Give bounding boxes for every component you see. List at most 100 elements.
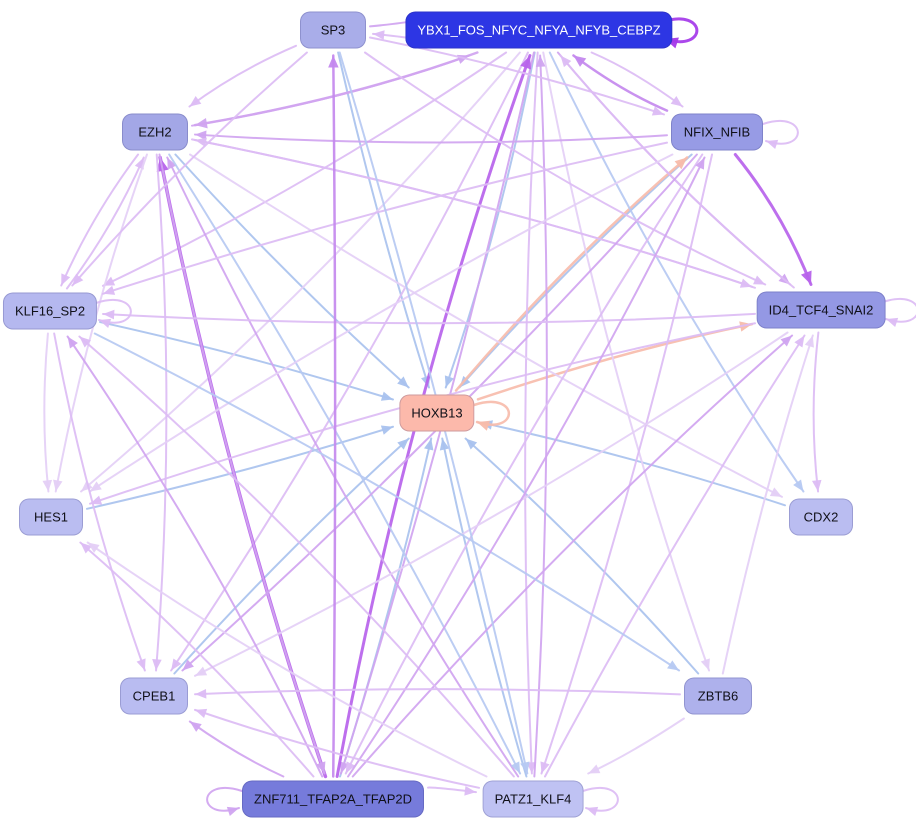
edge-arrowhead (670, 95, 683, 107)
edge (347, 156, 706, 778)
edge (351, 334, 794, 778)
node-label: KLF16_SP2 (14, 303, 86, 319)
edge (65, 156, 145, 290)
graph-node-sp3[interactable]: SP3 (300, 11, 366, 49)
edge (587, 717, 685, 775)
edge (882, 298, 916, 323)
edge-arrowhead (67, 336, 78, 349)
edge (191, 138, 753, 288)
edge (533, 54, 548, 778)
edge-arrowhead (195, 666, 208, 676)
edge (93, 332, 681, 672)
node-label: CDX2 (803, 509, 839, 525)
edge (194, 133, 668, 144)
graph-node-cdx2[interactable]: CDX2 (789, 498, 853, 536)
edge-arrowhead (560, 55, 572, 68)
edge-arrowhead (526, 762, 537, 774)
edge-arrowhead (373, 30, 385, 40)
node-label: ZNF711_TFAP2A_TFAP2D (254, 791, 412, 807)
edge-arrowhead (464, 786, 476, 796)
edge-arrowhead (380, 425, 393, 435)
edge (548, 51, 805, 493)
edge (102, 51, 508, 287)
edge-arrowhead (328, 55, 339, 68)
edge (194, 331, 789, 677)
edge (480, 421, 786, 507)
edge (60, 153, 140, 287)
edge (188, 720, 285, 778)
edge-arrowhead (87, 542, 100, 553)
edge (53, 332, 146, 672)
edge-arrowhead (424, 438, 434, 451)
edge (542, 51, 711, 672)
graph-node-cpeb1[interactable]: CPEB1 (120, 677, 188, 715)
edge-arrowhead (769, 487, 782, 497)
edge-arrowhead (99, 318, 112, 329)
edge-arrowhead (189, 721, 202, 732)
edge-arrowhead (674, 157, 688, 170)
edge (88, 153, 674, 493)
graph-node-nfix[interactable]: NFIX_NFIB (671, 113, 763, 151)
edge (191, 54, 471, 127)
edge (476, 322, 754, 401)
graph-node-ybx1[interactable]: YBX1_FOS_NFYC_NFYA_NFYB_CEBPZ (405, 11, 673, 49)
edge (458, 153, 693, 389)
edge-arrowhead (793, 479, 804, 492)
edge (66, 335, 324, 778)
edge-arrowhead (651, 106, 664, 116)
edge (762, 120, 799, 145)
edge (168, 153, 522, 775)
edge-arrowhead (195, 688, 207, 699)
edge-arrowhead (739, 278, 752, 288)
edge (43, 332, 50, 493)
edge-arrowhead (766, 139, 779, 150)
edge-arrowhead (804, 335, 814, 348)
node-label: YBX1_FOS_NFYC_NFYA_NFYB_CEBPZ (417, 22, 661, 38)
edge-arrowhead (753, 275, 766, 285)
edge (812, 331, 820, 493)
node-label: ID4_TCF4_SNAI2 (768, 302, 874, 318)
edge (331, 54, 337, 778)
graph-node-znf711[interactable]: ZNF711_TFAP2A_TFAP2D (242, 780, 424, 818)
edge (174, 153, 410, 389)
edge-arrowhead (80, 542, 92, 554)
edge-arrowhead (189, 95, 202, 107)
edge (721, 334, 814, 675)
edge-arrowhead (380, 391, 393, 401)
edge (158, 153, 326, 775)
graph-node-ezh2[interactable]: EZH2 (122, 113, 188, 151)
edge-arrowhead (695, 157, 705, 170)
edge (166, 156, 520, 778)
node-label: ZBTB6 (697, 688, 739, 704)
graph-node-zbtb6[interactable]: ZBTB6 (684, 677, 752, 715)
edge-arrowhead (573, 55, 587, 67)
edge-arrowhead (780, 335, 793, 347)
edge-arrowhead (136, 658, 146, 671)
graph-node-id4[interactable]: ID4_TCF4_SNAI2 (756, 291, 886, 329)
edge-arrowhead (89, 481, 102, 492)
edge (86, 541, 488, 778)
edge-arrowhead (103, 309, 115, 320)
edge-arrowhead (171, 658, 182, 671)
graph-node-patz1[interactable]: PATZ1_KLF4 (482, 780, 584, 818)
edge-arrowhead (477, 420, 491, 431)
graph-node-hoxb13[interactable]: HOXB13 (399, 394, 475, 432)
edge (188, 44, 297, 108)
edge (454, 156, 689, 392)
edge (194, 139, 756, 289)
node-label: SP3 (320, 22, 346, 38)
edge (80, 51, 521, 493)
edge-arrowhead (535, 55, 546, 67)
edge-arrowhead (444, 375, 454, 388)
edge-arrowhead (134, 157, 144, 170)
edge (582, 787, 619, 812)
graph-node-klf16[interactable]: KLF16_SP2 (2, 292, 98, 330)
edge-arrowhead (156, 157, 169, 173)
edge-arrowhead (520, 55, 532, 70)
edge (472, 400, 511, 426)
graph-node-hes1[interactable]: HES1 (19, 498, 83, 536)
edge-arrowhead (439, 438, 450, 451)
edge (441, 437, 528, 778)
